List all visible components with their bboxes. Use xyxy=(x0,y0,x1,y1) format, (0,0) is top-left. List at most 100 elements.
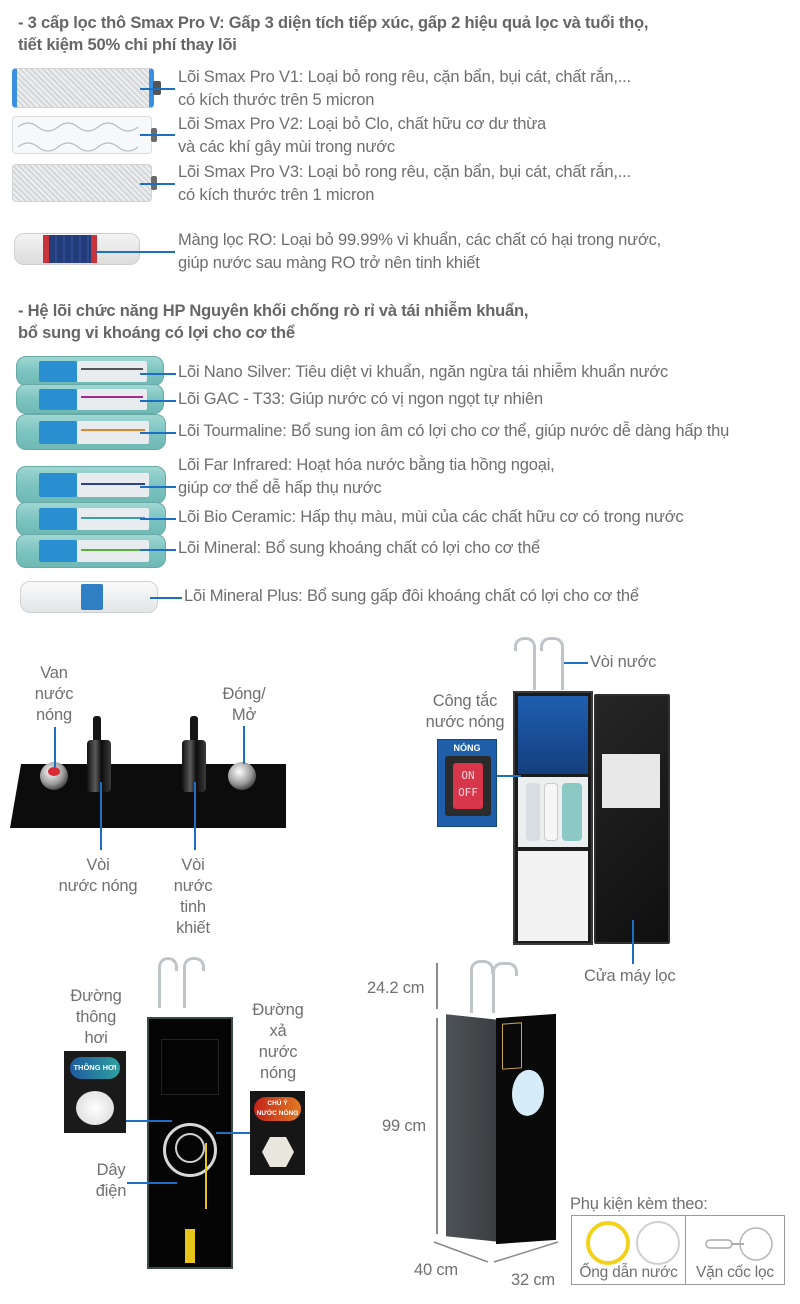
ro-label xyxy=(43,235,97,263)
hot-water-switch[interactable]: ON OFF xyxy=(453,763,483,809)
callout-line xyxy=(140,373,176,375)
label-line: thông xyxy=(75,1008,117,1026)
nano-silver-cartridge-image xyxy=(16,356,164,386)
pure-faucet-pipe xyxy=(190,716,198,746)
callout-line xyxy=(150,597,182,599)
smax-pro-v1-description: Lõi Smax Pro V1: Loại bỏ rong rêu, cặn b… xyxy=(178,66,631,112)
faucet-stem xyxy=(561,650,564,690)
on-off-label: Đóng/ Mở xyxy=(214,684,274,726)
label-line: Đường xyxy=(70,987,122,1005)
control-panel xyxy=(502,1022,522,1070)
callout-line xyxy=(216,1132,250,1134)
accessory-label: Vặn cốc lọc xyxy=(696,1264,774,1281)
accessory-water-tube: Ống dẫn nước xyxy=(572,1216,686,1284)
smax-pro-v1-cartridge-image xyxy=(12,68,154,108)
switch-title: NÓNG xyxy=(453,743,481,753)
tourmaline-description: Lõi Tourmaline: Bổ sung ion âm có lợi ch… xyxy=(178,422,730,440)
callout-line xyxy=(632,920,634,964)
switch-on-label: ON xyxy=(461,769,475,782)
back-panel xyxy=(161,1039,219,1095)
label-line: Vòi xyxy=(181,856,205,874)
mineral-plus-cartridge-image xyxy=(20,581,158,613)
desc-line: có kích thước trên 1 micron xyxy=(178,186,375,204)
section2-heading-line2: bổ sung vi khoáng có lợi cho cơ thể xyxy=(18,324,295,342)
callout-line xyxy=(127,1182,177,1184)
faucet-neck xyxy=(183,957,205,971)
smax-pro-v3-description: Lõi Smax Pro V3: Loại bỏ rong rêu, cặn b… xyxy=(178,161,631,207)
callout-line xyxy=(100,782,102,850)
faucet-label: Vòi nước xyxy=(590,653,657,671)
faucet-height-label: 24.2 cm xyxy=(367,979,425,997)
smax-pro-v2-description: Lõi Smax Pro V2: Loại bỏ Clo, chất hữu c… xyxy=(178,113,546,159)
label-line: Đóng/ xyxy=(222,685,266,703)
label-line: hơi xyxy=(84,1029,108,1047)
label-line: nước xyxy=(34,685,74,703)
label-line: nước nóng xyxy=(58,877,138,895)
faucet-stem xyxy=(158,970,161,1008)
hot-drain-badge: CHÚ Ý NƯỚC NÓNG xyxy=(254,1097,301,1121)
mineral-cartridge-image xyxy=(16,534,166,568)
label-line: nước xyxy=(173,877,213,895)
callout-line xyxy=(140,88,175,90)
label-line: khiết xyxy=(176,919,210,937)
power-cord-coil xyxy=(161,1103,219,1209)
depth-width-arrows-icon xyxy=(433,1241,559,1263)
door-manual-sheet xyxy=(602,754,660,808)
label-line: tinh xyxy=(180,898,206,916)
accessory-housing-wrench: Vặn cốc lọc xyxy=(686,1216,784,1284)
badge-line: NƯỚC NÓNG xyxy=(256,1110,299,1117)
on-off-knob[interactable] xyxy=(228,762,256,790)
hot-switch-label: Công tắc nước nóng xyxy=(420,691,510,733)
coarse-filter-compartment xyxy=(518,851,588,941)
desc-line: Màng lọc RO: Loại bỏ 99.99% vi khuẩn, cá… xyxy=(178,231,662,249)
smax-pro-v3-cartridge-image xyxy=(12,164,152,202)
vent-cap-icon xyxy=(76,1091,114,1125)
warning-sticker xyxy=(185,1229,195,1263)
callout-line xyxy=(140,432,176,434)
mineral-description: Lõi Mineral: Bổ sung khoáng chất có lợi … xyxy=(178,539,541,557)
label-line: Van xyxy=(40,664,68,682)
info-poster xyxy=(518,696,588,774)
ro-membrane-image xyxy=(14,233,140,265)
label-line: xả xyxy=(269,1022,287,1040)
section1-heading-line2: tiết kiệm 50% chi phí thay lõi xyxy=(18,36,237,54)
mineral-plus-description: Lõi Mineral Plus: Bổ sung gấp đôi khoáng… xyxy=(184,587,639,605)
white-tube-icon xyxy=(636,1221,680,1265)
label-line: Đường xyxy=(252,1001,304,1019)
switch-frame: ON OFF xyxy=(445,756,491,816)
label-line: Vòi xyxy=(86,856,110,874)
machine-door[interactable] xyxy=(594,694,670,944)
nano-silver-description: Lõi Nano Silver: Tiêu diệt vi khuẩn, ngă… xyxy=(178,363,669,381)
faucet-neck xyxy=(514,637,536,651)
section1-heading: - 3 cấp lọc thô Smax Pro V: Gấp 3 diện t… xyxy=(18,12,648,56)
hot-valve-label: Van nước nóng xyxy=(30,663,78,726)
desc-line: Lõi Smax Pro V1: Loại bỏ rong rêu, cặn b… xyxy=(178,68,631,86)
faucet-neck xyxy=(158,957,178,971)
desc-line: và các khí gây mùi trong nước xyxy=(178,138,395,156)
label-line: nóng xyxy=(260,1064,296,1082)
callout-line xyxy=(564,662,588,664)
callout-line xyxy=(497,775,521,777)
vent-label: Đường thông hơi xyxy=(66,986,126,1049)
callout-line xyxy=(54,727,56,767)
hot-faucet-spout xyxy=(87,740,111,792)
faucet-neck xyxy=(540,637,564,651)
desc-line: Lõi Far Infrared: Hoạt hóa nước bằng tia… xyxy=(178,456,555,474)
callout-line xyxy=(140,518,176,520)
ro-membrane-description: Màng lọc RO: Loại bỏ 99.99% vi khuẩn, cá… xyxy=(178,229,661,275)
back-view-machine xyxy=(147,1017,233,1269)
smax-pro-v2-cartridge-image xyxy=(12,116,152,154)
tourmaline-cartridge-image xyxy=(16,414,166,450)
power-cord-label: Dây điện xyxy=(86,1160,136,1202)
gac-t33-cartridge-image xyxy=(16,384,164,414)
faucet-neck xyxy=(492,962,518,976)
desc-line: có kích thước trên 5 micron xyxy=(178,91,375,109)
dimension-line xyxy=(436,1018,438,1234)
desc-line: giúp nước sau màng RO trở nên tinh khiết xyxy=(178,254,480,272)
label-line: Mở xyxy=(231,706,257,724)
label-line: điện xyxy=(95,1182,127,1200)
callout-line xyxy=(126,1120,172,1122)
badge-line: CHÚ Ý xyxy=(267,1100,288,1107)
desc-line: Lõi Smax Pro V3: Loại bỏ rong rêu, cặn b… xyxy=(178,163,631,181)
callout-line xyxy=(140,183,175,185)
